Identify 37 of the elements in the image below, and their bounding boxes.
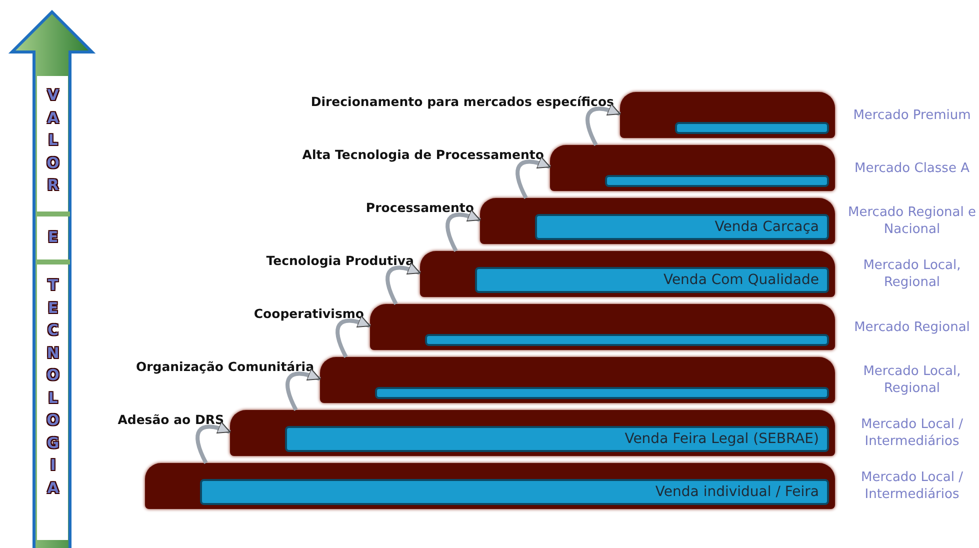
stage-label: Tecnologia Produtiva — [266, 253, 414, 268]
step-block — [550, 145, 835, 191]
market-label: Mercado Local, Regional — [862, 257, 962, 291]
axis-label: E — [46, 227, 60, 248]
step-block — [620, 92, 835, 138]
step-block — [230, 410, 835, 456]
market-label: Mercado Local, Regional — [862, 363, 962, 397]
stage-label: Adesão ao DRS — [118, 412, 224, 427]
step-block — [420, 251, 835, 297]
step-block — [370, 304, 835, 350]
sales-bar: Venda Feira Legal (SEBRAE) — [285, 426, 829, 452]
step-block — [145, 463, 835, 509]
step-block — [320, 357, 835, 403]
stage-label: Processamento — [366, 200, 474, 215]
axis-label: VALOR — [46, 85, 60, 196]
sales-bar: Venda individual / Feira — [200, 479, 829, 505]
market-label: Mercado Classe A — [854, 160, 970, 176]
stage-label: Direcionamento para mercados específicos — [310, 94, 614, 109]
axis-label: TECNOLOGIA — [46, 275, 60, 498]
step-block — [480, 198, 835, 244]
curved-arrow — [386, 262, 421, 305]
stage-label: Organização Comunitária — [136, 359, 314, 374]
curved-arrow — [446, 210, 481, 252]
market-label: Mercado Regional e Nacional — [847, 204, 977, 238]
sales-bar: Venda Com Qualidade — [475, 267, 829, 293]
market-label: Mercado Regional — [853, 318, 971, 336]
market-label: Mercado Premium — [852, 106, 972, 124]
stage-label: Alta Tecnologia de Processamento — [302, 147, 544, 162]
stage-label: Cooperativismo — [254, 306, 364, 321]
market-label: Mercado Local / Intermediários — [860, 416, 964, 450]
curved-arrow — [516, 156, 551, 199]
curved-arrow — [196, 422, 231, 464]
sales-bar: Venda Carcaça — [535, 214, 829, 240]
curved-arrow — [336, 316, 371, 358]
market-label: Mercado Local / Intermediários — [860, 469, 964, 503]
curved-arrow — [286, 368, 321, 411]
curved-arrow — [586, 104, 621, 146]
